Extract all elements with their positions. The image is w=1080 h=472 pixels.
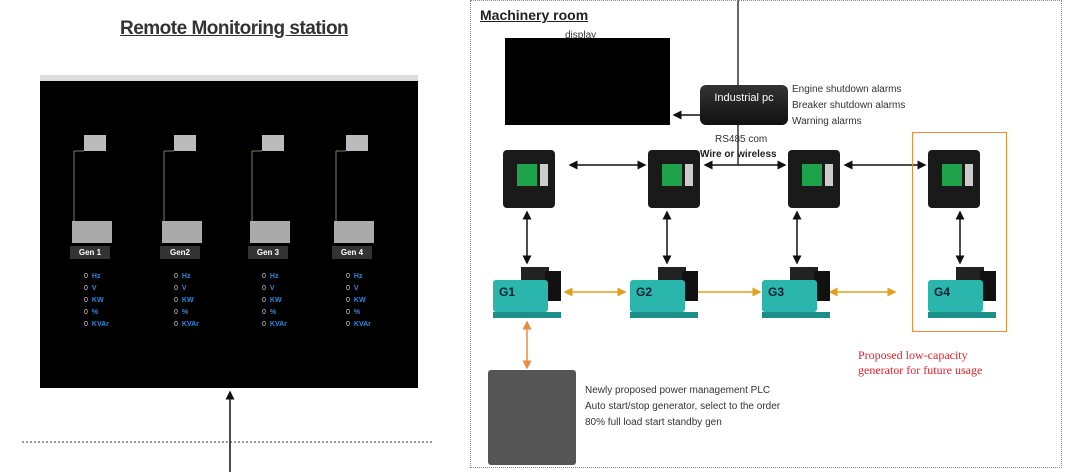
generator-g1: G1: [493, 265, 563, 320]
controller-1: [503, 150, 555, 208]
rs485-label: RS485 com: [715, 134, 768, 145]
plc-line-3: 80% full load start standby gen: [585, 417, 722, 428]
plc-line-2: Auto start/stop generator, select to the…: [585, 401, 781, 412]
gen-graphic-icon: [162, 135, 202, 243]
proposed-generator-box: [912, 132, 1007, 332]
gen-label: Gen 4: [332, 246, 372, 259]
generator-g3: G3: [762, 265, 832, 320]
proposed-note: Proposed low-capacity generator for futu…: [858, 348, 982, 378]
alarm-list: Engine shutdown alarms Breaker shutdown …: [792, 82, 905, 130]
reading: 0%: [346, 309, 361, 316]
machinery-room-title: Machinery room: [480, 7, 589, 23]
alarm-breaker: Breaker shutdown alarms: [792, 100, 906, 111]
gen-label: Gen 3: [248, 246, 288, 259]
machinery-room-box: [470, 0, 1062, 468]
controller-4: [928, 150, 980, 208]
controller-3: [788, 150, 840, 208]
gen-label: Gen 1: [70, 246, 110, 259]
controller-2: [648, 150, 700, 208]
reading: 0%: [174, 309, 189, 316]
gen-label: Gen2: [160, 246, 200, 259]
alarm-engine: Engine shutdown alarms: [792, 84, 902, 95]
proposed-line-1: Proposed low-capacity: [858, 348, 968, 362]
generator-g2: G2: [630, 265, 700, 320]
plc-line-1: Newly proposed power management PLC: [585, 385, 771, 396]
proposed-line-2: generator for future usage: [858, 363, 983, 377]
remote-monitoring-title: Remote Monitoring station: [120, 18, 349, 39]
reading: 0%: [262, 309, 277, 316]
plc-description: Newly proposed power management PLC Auto…: [585, 383, 780, 431]
local-display: [505, 38, 670, 125]
display-label: display: [565, 30, 597, 41]
gen-graphic-icon: [250, 135, 290, 243]
plc-device: [488, 370, 576, 465]
reading: 0%: [84, 309, 99, 316]
alarm-warning: Warning alarms: [792, 116, 862, 127]
industrial-pc: Industrial pc: [700, 85, 788, 125]
gen-graphic-icon: [334, 135, 374, 243]
gen-graphic-icon: [72, 135, 112, 243]
wire-label: Wire or wireless: [700, 149, 777, 160]
generator-g4: G4: [928, 265, 998, 320]
